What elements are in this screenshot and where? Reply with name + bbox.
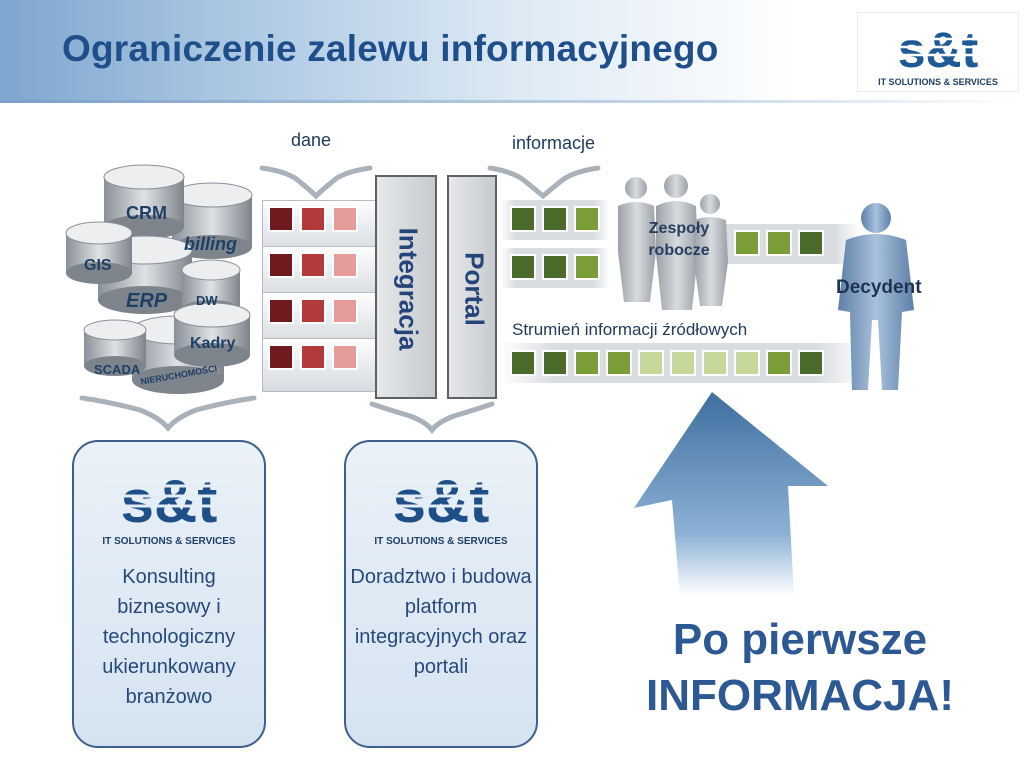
headline-line2: INFORMACJA!: [646, 671, 954, 720]
data-square-3-1: [268, 298, 294, 324]
data-square-2-3: [332, 252, 358, 278]
db-label-kadry: Kadry: [190, 335, 236, 352]
db-label-crm: CRM: [126, 203, 167, 223]
pillar-integracja-label: Integracja: [393, 227, 424, 351]
data-square-2-1: [268, 252, 294, 278]
label-informacje: informacje: [512, 133, 596, 153]
logo-tagline: IT SOLUTIONS & SERVICES: [878, 77, 998, 87]
info-square-4-10: [798, 350, 824, 376]
st-logo-icon: s&t IT SOLUTIONS & SERVICES: [876, 22, 1000, 87]
db-label-scada: SCADA: [94, 362, 141, 377]
logo: s&t IT SOLUTIONS & SERVICES: [857, 12, 1019, 92]
st-logo-icon: s&t IT SOLUTIONS & SERVICES: [374, 468, 508, 547]
info-square-4-7: [702, 350, 728, 376]
decider-person-icon: [838, 203, 914, 390]
label-decydent: Decydent: [836, 277, 922, 298]
card-logo-text: s&t: [121, 468, 218, 535]
info-square-1-3: [574, 206, 600, 232]
data-square-4-1: [268, 344, 294, 370]
data-square-3-3: [332, 298, 358, 324]
page-title: Ograniczenie zalewu informacyjnego: [62, 28, 719, 69]
header-divider: [0, 100, 1024, 103]
st-logo-icon: s&t IT SOLUTIONS & SERVICES: [102, 468, 236, 547]
up-arrow-icon: [634, 392, 828, 596]
info-square-4-5: [638, 350, 664, 376]
headline-line1: Po pierwsze: [672, 615, 928, 664]
label-stream: Strumień informacji źródłowych: [512, 320, 748, 339]
database-cluster-icon: [65, 164, 253, 394]
db-label-dw: DW: [196, 293, 218, 308]
info-square-2-1: [510, 254, 536, 280]
card-konsulting: s&t IT SOLUTIONS & SERVICES Konsulting b…: [72, 440, 266, 748]
data-square-4-3: [332, 344, 358, 370]
info-square-1-1: [510, 206, 536, 232]
card-doradztwo-text: Doradztwo i budowa platform integracyjny…: [350, 566, 532, 678]
info-square-3-3: [798, 230, 824, 256]
data-square-1-2: [300, 206, 326, 232]
data-square-2-2: [300, 252, 326, 278]
info-square-2-2: [542, 254, 568, 280]
db-label-gis: GIS: [84, 257, 112, 274]
data-square-4-2: [300, 344, 326, 370]
card-logo-tagline: IT SOLUTIONS & SERVICES: [102, 536, 235, 547]
data-square-1-1: [268, 206, 294, 232]
info-square-4-4: [606, 350, 632, 376]
logo-text: s&t: [898, 22, 979, 78]
info-square-3-2: [766, 230, 792, 256]
db-label-billing: billing: [184, 234, 237, 254]
info-square-1-2: [542, 206, 568, 232]
card-logo-text: s&t: [393, 468, 490, 535]
data-square-1-3: [332, 206, 358, 232]
info-square-4-9: [766, 350, 792, 376]
info-square-2-3: [574, 254, 600, 280]
card-logo-tagline: IT SOLUTIONS & SERVICES: [374, 536, 507, 547]
info-square-3-1: [734, 230, 760, 256]
label-dane: dane: [291, 130, 332, 150]
info-square-4-3: [574, 350, 600, 376]
pillar-portal-label: Portal: [459, 252, 490, 326]
db-label-erp: ERP: [126, 290, 168, 312]
info-square-4-2: [542, 350, 568, 376]
card-konsulting-text: Konsulting biznesowy i technologiczny uk…: [102, 566, 236, 708]
data-square-3-2: [300, 298, 326, 324]
label-zespoly: Zespoły robocze: [648, 220, 710, 259]
card-doradztwo: s&t IT SOLUTIONS & SERVICES Doradztwo i …: [344, 440, 538, 748]
header-band: [0, 0, 1024, 100]
pillar-portal: Portal: [447, 175, 497, 399]
team-people-icon: [618, 174, 728, 310]
info-square-4-6: [670, 350, 696, 376]
info-square-4-1: [510, 350, 536, 376]
info-square-4-8: [734, 350, 760, 376]
pillar-integracja: Integracja: [375, 175, 437, 399]
